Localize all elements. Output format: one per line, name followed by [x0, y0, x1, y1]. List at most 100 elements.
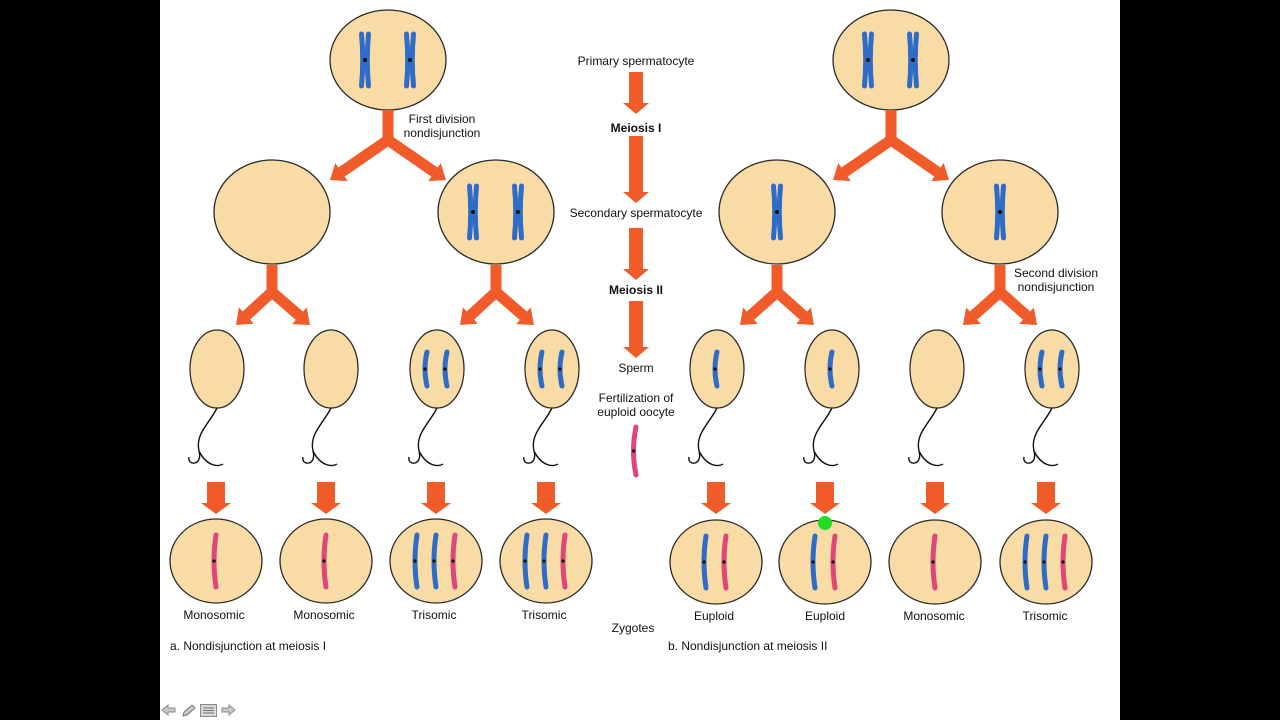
zygote-label-b3: Monosomic: [903, 609, 965, 623]
a-secondary-right-chromosome-2: [512, 183, 524, 241]
a-zygote-4-paternal-2: [541, 532, 549, 590]
b-primary-chromosome-2-chromatid-1: [907, 31, 914, 89]
a-primary-chromosome-2-chromatid-2: [409, 31, 416, 89]
b-meiosis-ii-arrow-right-head-1: [963, 307, 981, 325]
slide: Primary spermatocyte Meiosis I Secondary…: [160, 0, 1120, 720]
a-primary-cell: [329, 9, 447, 111]
a-zygote-3-paternal-1: [412, 532, 420, 590]
back-arrow-icon[interactable]: [160, 703, 177, 717]
label-first-division-line2: nondisjunction: [403, 126, 481, 140]
euploid-oocyte-chromosome: [631, 424, 639, 478]
a-sperm-3-chromosome-1-centromere: [423, 367, 427, 371]
menu-icon[interactable]: [200, 703, 217, 717]
zygote-label-a3: Trisomic: [411, 608, 457, 622]
b-meiosis-ii-arrow-left-head-2: [796, 307, 814, 325]
b-zygote-1: [669, 519, 763, 605]
label-sperm: Sperm: [618, 361, 654, 375]
b-primary-cell: [832, 9, 950, 111]
b-secondary-right-chromosome-chromatid-1: [994, 183, 1001, 241]
b-sperm-4-chromosome-2: [1057, 349, 1065, 389]
b-sperm-2-chromosome: [827, 349, 835, 389]
b-zygote-1-maternal: [721, 533, 729, 591]
a-sperm-2-tail-path: [302, 407, 338, 467]
b-primary-chromosome-2: [907, 31, 919, 89]
forward-arrow-icon[interactable]: [220, 703, 237, 717]
a-zygote-4-maternal: [560, 532, 568, 590]
a-sperm-2: [303, 329, 359, 409]
b-sperm-2-chromosome-centromere: [828, 367, 832, 371]
a-meiosis-i-arrow-branch-2: [384, 135, 438, 177]
a-zygote-3-paternal-1-centromere: [413, 559, 417, 563]
a-meiosis-i-arrow-branch-1: [338, 135, 392, 177]
b-sperm-1-tail: [688, 407, 724, 467]
center-arrow-2: [623, 136, 649, 203]
b-zygote-1-paternal: [701, 533, 709, 591]
a-sperm-4-chromosome-2-centromere: [558, 367, 562, 371]
b-primary-chromosome-2-centromere: [911, 58, 915, 62]
b-meiosis-ii-arrow-right-branch-2: [996, 287, 1031, 320]
laser-pointer-dot: [818, 516, 832, 530]
a-secondary-right-chromosome-2-chromatid-2: [517, 183, 524, 241]
a-secondary-right-chromosome-2-centromere: [516, 210, 520, 214]
a-sperm-3-tail-path: [408, 407, 444, 467]
a-meiosis-ii-arrow-left: [236, 265, 310, 325]
a-meiosis-i-arrow-head-2: [428, 162, 446, 182]
label-primary-spermatocyte: Primary spermatocyte: [577, 54, 695, 68]
a-zygote-3-paternal-2: [431, 532, 439, 590]
a-fertilization-arrow-2: [311, 482, 341, 514]
b-sperm-3-tail-path: [908, 407, 944, 467]
a-zygote-1-maternal-centromere: [212, 559, 216, 563]
a-secondary-right-chromosome-1: [467, 183, 479, 241]
b-secondary-left-chromosome: [771, 183, 783, 241]
b-meiosis-ii-arrow-left-branch-1: [746, 287, 781, 320]
label-meiosis-ii: Meiosis II: [608, 283, 664, 297]
a-fertilization-arrow-3: [421, 482, 451, 514]
a-meiosis-ii-arrow-right-branch-2: [492, 287, 528, 320]
b-meiosis-ii-arrow-right-branch-1: [969, 287, 1004, 320]
label-second-division-line1: Second division: [1013, 266, 1099, 280]
a-sperm-4-chromosome-1-centromere: [538, 367, 542, 371]
b-sperm-4: [1024, 329, 1080, 409]
a-sperm-4-chromosome-2: [557, 349, 565, 389]
a-sperm-4-tail-path: [523, 407, 559, 467]
b-secondary-left-chromosome-chromatid-2: [776, 183, 783, 241]
a-primary-chromosome-1-chromatid-2: [364, 31, 371, 89]
b-meiosis-ii-arrow-right: [963, 265, 1037, 325]
pen-icon[interactable]: [180, 703, 197, 717]
b-fertilization-arrow-3: [920, 482, 950, 514]
a-meiosis-i-arrow: [330, 110, 446, 182]
a-sperm-4-chromosome-1: [537, 349, 545, 389]
a-meiosis-ii-arrow-left-head-1: [236, 307, 254, 325]
a-meiosis-ii-arrow-left-branch-1: [242, 287, 276, 320]
a-meiosis-i-arrow-head-1: [330, 162, 348, 182]
caption-panel-a: a. Nondisjunction at meiosis I: [170, 639, 327, 653]
b-zygote-2-maternal-centromere: [831, 560, 835, 564]
a-secondary-right-chromosome-1-chromatid-1: [467, 183, 474, 241]
b-zygote-4-paternal-1-centromere: [1023, 560, 1027, 564]
b-meiosis-i-arrow-branch-1: [841, 135, 895, 177]
b-zygote-2-maternal: [830, 533, 838, 591]
a-fertilization-arrow-4: [531, 482, 561, 514]
a-sperm-2-tail: [302, 407, 338, 467]
b-primary-chromosome-1-centromere: [866, 58, 870, 62]
a-secondary-right-chromosome-2-chromatid-1: [512, 183, 519, 241]
b-fertilization-arrow-4: [1031, 482, 1061, 514]
b-primary-chromosome-1: [862, 31, 874, 89]
label-meiosis-i: Meiosis I: [610, 121, 662, 135]
a-zygote-2-maternal-centromere: [322, 559, 326, 563]
b-zygote-4-maternal-centromere: [1061, 560, 1065, 564]
b-secondary-left-chromosome-chromatid-1: [771, 183, 778, 241]
b-secondary-right-chromosome: [994, 183, 1006, 241]
b-zygote-2-paternal-centromere: [811, 560, 815, 564]
zygote-label-a2: Monosomic: [293, 608, 355, 622]
b-meiosis-i-arrow-head-1: [833, 162, 851, 182]
a-primary-chromosome-1-centromere: [363, 58, 367, 62]
a-primary-chromosome-1: [359, 31, 371, 89]
label-first-division-line1: First division: [408, 112, 476, 126]
b-meiosis-i-arrow-branch-2: [887, 135, 941, 177]
b-meiosis-ii-arrow-right-head-2: [1019, 307, 1037, 325]
center-arrow-3: [623, 228, 649, 280]
b-sperm-3-tail: [908, 407, 944, 467]
a-sperm-4: [524, 329, 580, 409]
zygote-label-b4: Trisomic: [1022, 609, 1068, 623]
